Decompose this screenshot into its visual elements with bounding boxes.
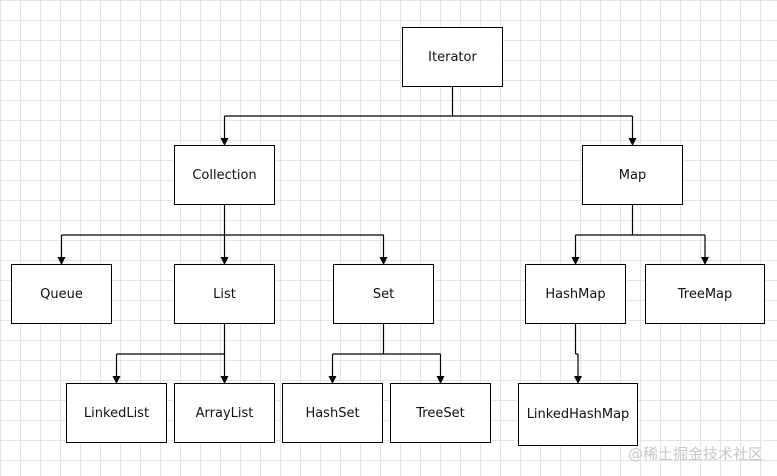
node-label: Map: [618, 167, 647, 183]
node-label: TreeMap: [677, 286, 733, 302]
node-map: Map: [582, 145, 683, 205]
node-label: Iterator: [428, 49, 477, 65]
node-linkedlist: LinkedList: [66, 383, 167, 443]
node-linkedhashmap: LinkedHashMap: [518, 383, 638, 446]
node-treemap: TreeMap: [645, 264, 765, 324]
node-list: List: [174, 264, 275, 324]
node-queue: Queue: [11, 264, 112, 324]
node-label: Collection: [192, 167, 257, 183]
node-label: List: [213, 286, 236, 302]
node-label: HashSet: [305, 405, 360, 421]
node-label: ArrayList: [195, 405, 254, 421]
node-iterator: Iterator: [402, 27, 503, 87]
node-collection: Collection: [174, 145, 275, 205]
node-label: LinkedHashMap: [526, 407, 630, 422]
node-label: Queue: [40, 286, 83, 302]
node-arraylist: ArrayList: [174, 383, 275, 443]
node-label: LinkedList: [83, 405, 150, 421]
node-label: HashMap: [545, 286, 606, 302]
watermark: @稀土掘金技术社区: [627, 445, 763, 463]
node-hashset: HashSet: [282, 383, 383, 443]
node-set: Set: [333, 264, 434, 324]
node-hashmap: HashMap: [525, 264, 626, 324]
node-label: Set: [372, 286, 395, 302]
node-label: TreeSet: [416, 405, 465, 421]
node-treeset: TreeSet: [390, 383, 491, 443]
